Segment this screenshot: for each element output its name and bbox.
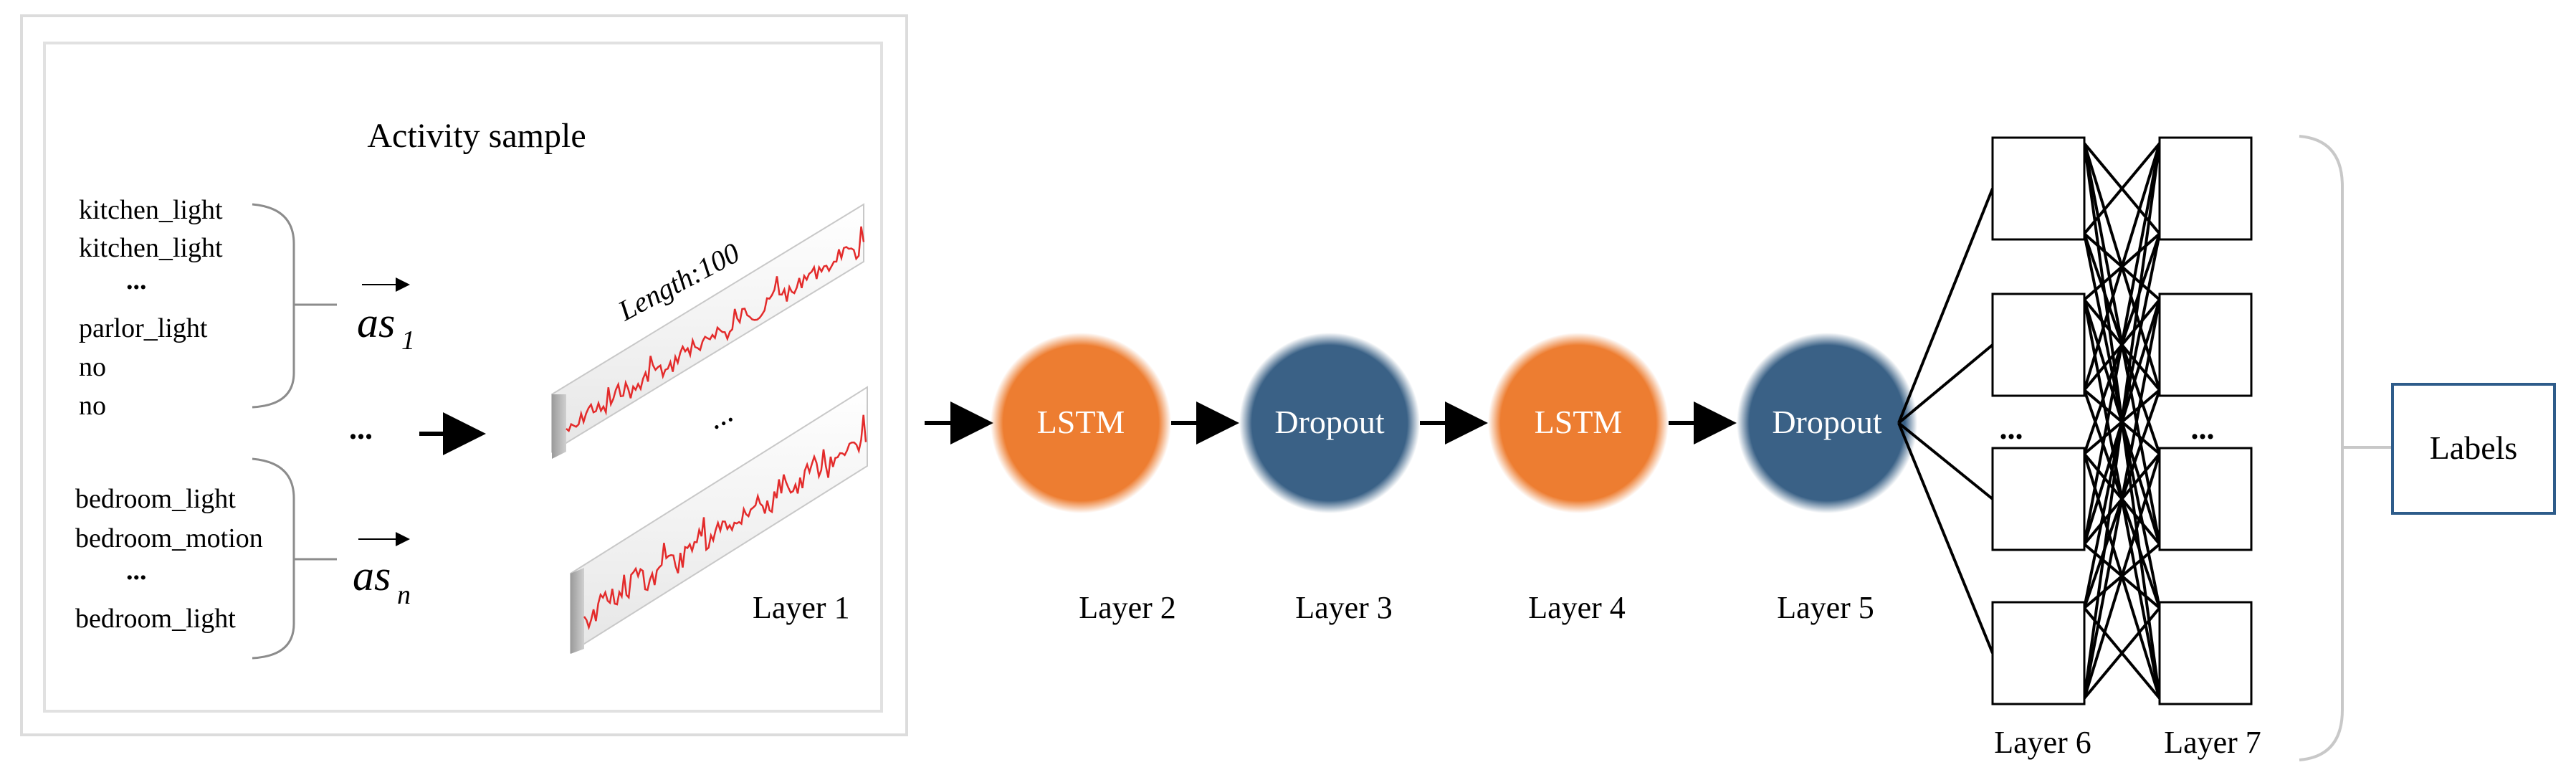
brace-2: [252, 457, 295, 660]
dense-link: [2083, 143, 2161, 699]
node-dropout-1: Dropout: [1239, 333, 1420, 513]
sensor-item: no: [79, 391, 106, 421]
panel-outer-frame: [20, 14, 908, 736]
sensor-item: no: [79, 352, 106, 382]
sensor-item: bedroom_motion: [75, 523, 263, 553]
sensor-item: kitchen_light: [79, 233, 223, 263]
layer-5-label: Layer 5: [1777, 590, 1874, 625]
dense-node-a: [1991, 136, 2086, 241]
panel-title: Activity sample: [367, 117, 586, 155]
dense-ellipsis-b: ...: [2191, 411, 2215, 446]
dense-link: [2083, 607, 2161, 700]
dense-input-link: [1897, 422, 1994, 500]
layer-6-label: Layer 6: [1994, 725, 2091, 760]
sensor-item: bedroom_light: [75, 484, 236, 514]
node-dropout-2: Dropout: [1737, 333, 1917, 513]
dense-node-b: [2158, 601, 2253, 705]
output-brace: [2299, 135, 2344, 761]
dense-link: [2083, 143, 2161, 391]
ribbon-ellipsis: ...: [701, 394, 738, 437]
node-lstm-1: LSTM: [991, 333, 1171, 513]
sensor-group-2: bedroom_light bedroom_motion ... bedroom…: [75, 484, 263, 634]
brace-1: [252, 203, 295, 409]
layer-3-label: Layer 3: [1295, 590, 1393, 625]
sensor-item: parlor_light: [79, 313, 208, 343]
dense-node-b: [2158, 447, 2253, 551]
dense-nodes: [1991, 136, 2253, 705]
dense-node-b: [2158, 136, 2253, 241]
node-label: LSTM: [1037, 404, 1125, 440]
dense-node-a: [1991, 447, 2086, 551]
dense-link: [2083, 143, 2161, 545]
sensor-ellipsis: ...: [126, 556, 147, 586]
node-label: LSTM: [1535, 404, 1623, 440]
sample-panel: Activity sample kitchen_light kitchen_li…: [20, 14, 908, 736]
vector-asn-sub: n: [397, 580, 411, 610]
sensor-group-1: kitchen_light kitchen_light ... parlor_l…: [79, 195, 223, 421]
panel-inner-frame: [43, 42, 883, 713]
sensor-item: kitchen_light: [79, 195, 223, 225]
sensor-item: bedroom_light: [75, 604, 236, 634]
dense-input-link: [1897, 343, 1994, 424]
node-lstm-2: LSTM: [1488, 333, 1669, 513]
layer-1-label: Layer 1: [753, 590, 850, 625]
dense-node-b: [2158, 293, 2253, 397]
sequence-ribbon-1: [551, 203, 865, 459]
dense-layers: ... ... Layer 6 Layer 7: [1897, 136, 2261, 760]
labels-text: Labels: [2430, 429, 2518, 466]
dense-node-a: [1991, 293, 2086, 397]
dense-ellipsis-a: ...: [2000, 411, 2023, 446]
labels-box: Labels: [2391, 383, 2556, 515]
layer-7-label: Layer 7: [2164, 725, 2261, 760]
vector-asn-base: as: [353, 552, 391, 599]
vector-as1: as 1: [357, 277, 415, 356]
dense-input-link: [1897, 422, 1994, 654]
dense-node-a: [1991, 601, 2086, 705]
dense-connections: [1897, 142, 2161, 700]
dense-link: [2083, 142, 2161, 235]
dense-input-link: [1897, 188, 1994, 424]
dense-link: [2083, 299, 2161, 699]
middle-ellipsis: ...: [349, 411, 373, 446]
node-label: Dropout: [1772, 404, 1882, 440]
layer-2-label: Layer 2: [1079, 590, 1176, 625]
vector-asn: as n: [353, 532, 411, 610]
layer-4-label: Layer 4: [1528, 590, 1626, 625]
sequence-ribbon-2: [570, 386, 868, 654]
dense-link: [2083, 453, 2161, 699]
node-label: Dropout: [1274, 404, 1385, 440]
vector-as1-base: as: [357, 299, 395, 346]
vector-as1-sub: 1: [401, 325, 415, 356]
sensor-ellipsis: ...: [126, 265, 147, 295]
signal-trace: [566, 226, 865, 432]
signal-trace: [583, 414, 867, 631]
